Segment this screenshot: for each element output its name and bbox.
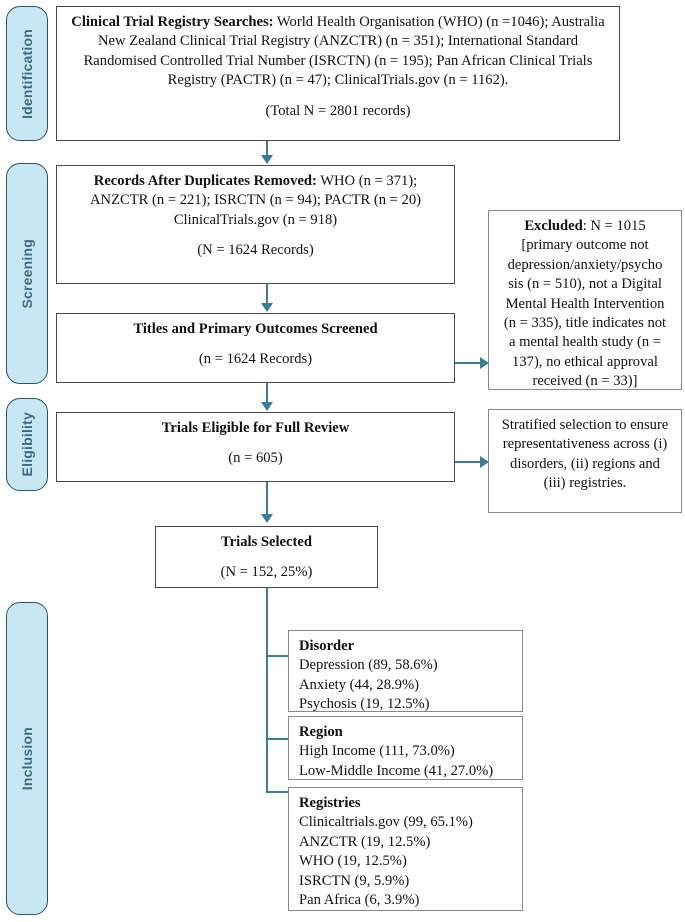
box-excluded-heading: Excluded xyxy=(524,218,583,234)
arrowhead-eligible-to-stratified xyxy=(480,456,489,468)
connector-branch-disorder xyxy=(266,655,289,657)
stage-label-screening: Screening xyxy=(6,163,48,384)
box-trials-eligible: Trials Eligible for Full Review (n = 605… xyxy=(56,412,455,482)
box-registries: Registries Clinicaltrials.gov (99, 65.1%… xyxy=(288,787,523,911)
box-registries-line: ISRCTN (9, 5.9%) xyxy=(299,872,410,889)
box-stratified-selection-content: Stratified selection to ensure represent… xyxy=(501,417,669,492)
arrowhead-duplicates-to-titles xyxy=(261,303,273,312)
box-registries-line: Clinicaltrials.gov (99, 65.1%) xyxy=(299,814,473,831)
connector-duplicates-to-titles xyxy=(266,284,268,306)
connector-branch-region xyxy=(266,738,289,740)
arrowhead-eligible-to-selected xyxy=(261,514,273,523)
box-disorder: Disorder Depression (89, 58.6%) Anxiety … xyxy=(288,630,523,712)
box-identification-heading: Clinical Trial Registry Searches: xyxy=(71,14,274,30)
box-titles-screened: Titles and Primary Outcomes Screened (n … xyxy=(56,313,455,383)
box-registries-heading: Registries xyxy=(299,795,361,811)
box-duplicates-removed-total: (N = 1624 Records) xyxy=(197,242,314,259)
box-registries-line: Pan Africa (6, 3.9%) xyxy=(299,892,420,909)
box-trials-selected-total: (N = 152, 25%) xyxy=(220,564,313,581)
connector-branch-registries xyxy=(266,791,289,793)
arrowhead-identification-to-duplicates xyxy=(261,155,273,164)
stage-label-inclusion-text: Inclusion xyxy=(19,726,35,791)
box-disorder-content: Disorder Depression (89, 58.6%) Anxiety … xyxy=(289,631,522,721)
stage-label-screening-text: Screening xyxy=(19,238,35,309)
box-disorder-heading: Disorder xyxy=(299,638,355,654)
box-titles-screened-total: (n = 1624 Records) xyxy=(198,351,313,368)
connector-eligible-to-stratified xyxy=(455,461,482,463)
box-trials-eligible-heading: Trials Eligible for Full Review xyxy=(161,420,350,436)
box-stratified-selection: Stratified selection to ensure represent… xyxy=(488,409,682,513)
box-duplicates-removed-heading: Records After Duplicates Removed: xyxy=(93,173,317,189)
box-registries-content: Registries Clinicaltrials.gov (99, 65.1%… xyxy=(289,788,522,916)
box-region: Region High Income (111, 73.0%) Low-Midd… xyxy=(288,716,523,780)
connector-identification-to-duplicates xyxy=(266,141,268,158)
box-identification: Clinical Trial Registry Searches: World … xyxy=(56,6,620,141)
box-disorder-line: Anxiety (44, 28.9%) xyxy=(299,676,419,693)
box-trials-eligible-total: (n = 605) xyxy=(228,450,283,467)
box-disorder-line: Psychosis (19, 12.5%) xyxy=(299,696,430,713)
stage-label-eligibility-text: Eligibility xyxy=(19,412,35,477)
arrowhead-titles-to-excluded xyxy=(480,357,489,369)
box-duplicates-removed-content: Records After Duplicates Removed: WHO (n… xyxy=(57,166,454,267)
box-region-line: Low-Middle Income (41, 27.0%) xyxy=(299,762,494,779)
stage-label-inclusion: Inclusion xyxy=(6,602,48,915)
connector-eligible-to-selected xyxy=(266,482,268,516)
stage-label-identification-text: Identification xyxy=(19,28,35,119)
stage-label-identification: Identification xyxy=(6,6,48,141)
box-region-heading: Region xyxy=(299,724,343,740)
box-identification-total: (Total N = 2801 records) xyxy=(265,102,411,119)
stage-label-eligibility: Eligibility xyxy=(6,398,48,491)
arrowhead-titles-to-eligible xyxy=(261,402,273,411)
box-titles-screened-content: Titles and Primary Outcomes Screened (n … xyxy=(57,314,454,376)
connector-titles-to-eligible xyxy=(266,383,268,405)
box-region-line: High Income (111, 73.0%) xyxy=(299,743,455,760)
box-identification-body: World Health Organisation (WHO) (n =1046… xyxy=(83,14,605,89)
box-excluded-content: Excluded: N = 1015 [primary outcome not … xyxy=(489,211,681,398)
box-trials-selected-heading: Trials Selected xyxy=(221,534,312,550)
box-excluded: Excluded: N = 1015 [primary outcome not … xyxy=(488,210,682,390)
connector-selected-trunk xyxy=(266,588,268,793)
connector-titles-to-excluded xyxy=(455,362,482,364)
box-trials-selected: Trials Selected (N = 152, 25%) xyxy=(155,526,378,588)
box-region-content: Region High Income (111, 73.0%) Low-Midd… xyxy=(289,717,522,787)
box-duplicates-removed-body: WHO (n = 371); ANZCTR (n = 221); ISRCTN … xyxy=(89,173,422,228)
box-titles-screened-heading: Titles and Primary Outcomes Screened xyxy=(133,321,378,337)
box-trials-eligible-content: Trials Eligible for Full Review (n = 605… xyxy=(57,413,454,475)
box-registries-line: WHO (19, 12.5%) xyxy=(299,853,407,870)
box-excluded-body: : N = 1015 [primary outcome not depressi… xyxy=(503,218,667,390)
box-duplicates-removed: Records After Duplicates Removed: WHO (n… xyxy=(56,165,455,284)
box-registries-line: ANZCTR (19, 12.5%) xyxy=(299,833,431,850)
box-identification-content: Clinical Trial Registry Searches: World … xyxy=(57,7,619,127)
box-disorder-line: Depression (89, 58.6%) xyxy=(299,657,438,674)
box-trials-selected-content: Trials Selected (N = 152, 25%) xyxy=(156,527,377,589)
